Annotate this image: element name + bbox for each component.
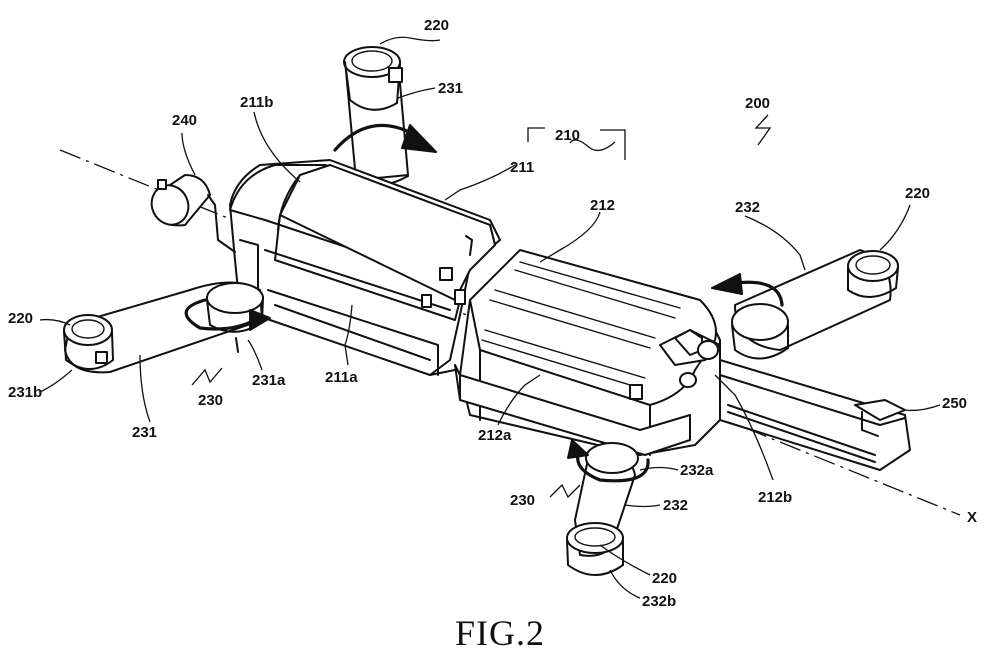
ref-220-bottom: 220	[652, 570, 677, 587]
right-arm	[731, 249, 899, 360]
ref-232-right: 232	[735, 199, 760, 216]
figure-caption: FIG.2	[454, 613, 545, 653]
ref-231b: 231b	[8, 384, 42, 401]
rear-body	[459, 249, 721, 456]
lower-frame	[454, 364, 691, 456]
ref-231-top: 231	[438, 80, 463, 97]
reference-numerals: 220 231 240 211b 210 211 212 200 220 232…	[8, 17, 977, 610]
ref-212b: 212b	[758, 489, 792, 506]
ref-230-bottom: 230	[510, 492, 535, 509]
camera	[150, 174, 236, 253]
ref-211b: 211b	[240, 94, 273, 111]
ref-232-bottom: 232	[663, 497, 688, 514]
rotation-arrows	[184, 123, 784, 483]
ref-210: 210	[555, 127, 580, 144]
ref-220-left: 220	[8, 310, 33, 327]
ref-220-top: 220	[424, 17, 449, 34]
ref-220-right: 220	[905, 185, 930, 202]
leader-lines	[39, 36, 941, 599]
axis-x-label: X	[967, 509, 977, 526]
ref-232a: 232a	[680, 462, 714, 479]
top-arm	[343, 46, 409, 187]
left-arm	[63, 281, 264, 374]
ref-211a: 211a	[325, 369, 358, 386]
ref-232b: 232b	[642, 593, 676, 610]
ref-212: 212	[590, 197, 615, 214]
front-body	[229, 159, 501, 376]
battery-pack	[719, 359, 911, 471]
ref-212a: 212a	[478, 427, 512, 444]
ref-231a: 231a	[252, 372, 286, 389]
ref-211: 211	[510, 159, 534, 176]
ref-200: 200	[745, 95, 770, 112]
ref-230-left: 230	[198, 392, 223, 409]
ref-250: 250	[942, 395, 967, 412]
ref-231-left: 231	[132, 424, 157, 441]
ref-240: 240	[172, 112, 197, 129]
